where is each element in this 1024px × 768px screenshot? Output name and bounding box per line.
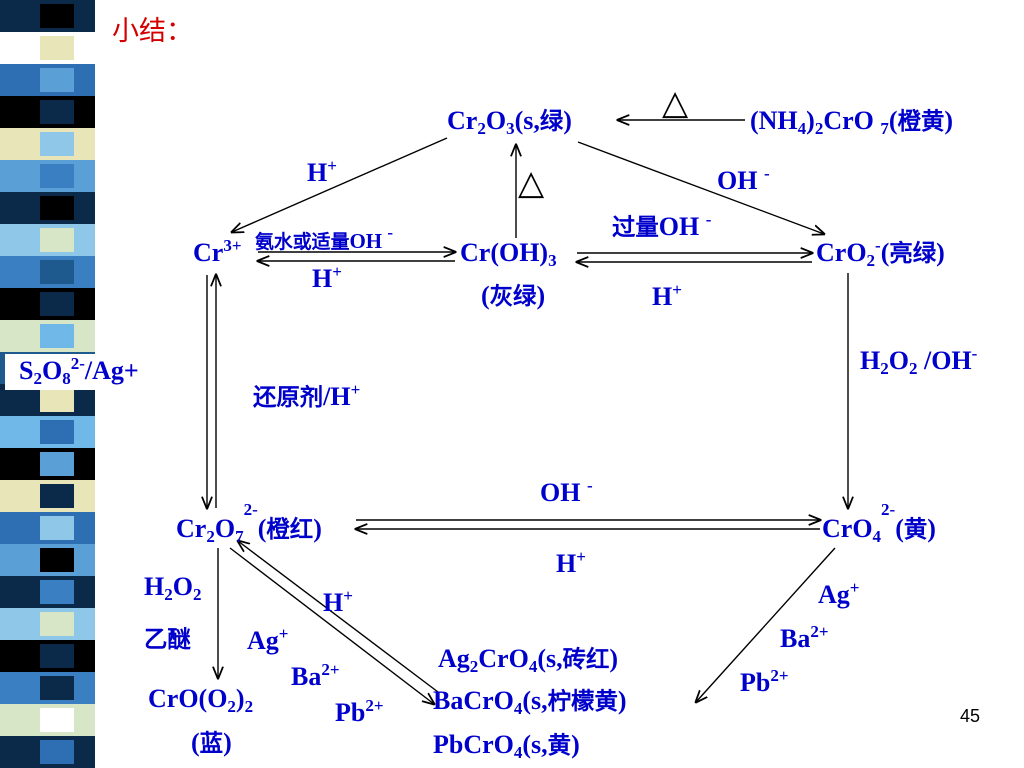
stripe-inset	[40, 740, 74, 764]
node-cro2-minus: CrO2-(亮绿)	[816, 236, 945, 270]
stripe-inset	[40, 420, 74, 444]
stripe-inset	[40, 100, 74, 124]
node-cr3-plus: Cr3+	[193, 236, 242, 267]
stripe-inset	[40, 36, 74, 60]
reagent-ag-plus-right: Ag+	[818, 578, 860, 609]
reagent-pb-right: Pb2+	[740, 666, 789, 697]
reagent-h2o2-left: H2O2	[144, 572, 202, 604]
stripe-inset	[40, 68, 74, 92]
node-cr2o3: Cr2O3(s,绿)	[447, 106, 572, 138]
reagent-oh-minus-upper-right: OH -	[717, 164, 770, 195]
stripe-inset	[40, 452, 74, 476]
node-ammonium-dichromate: (NH4)2CrO 7(橙黄)	[750, 106, 954, 138]
stripe-inset	[40, 548, 74, 572]
node-peroxodisulfate-label: S2O82-/Ag+	[5, 354, 145, 390]
stripe-inset	[40, 164, 74, 188]
slide-title: 小结：	[112, 16, 193, 46]
stripe-inset	[40, 484, 74, 508]
reagent-oh-minus-bottom: OH -	[540, 476, 593, 507]
reagent-ether: 乙醚	[144, 625, 191, 653]
reagent-h-plus-upper-left: H+	[307, 156, 337, 187]
node-dichromate: Cr2O72-(橙红)	[176, 500, 322, 546]
reagent-ammonia-or-oh: 氨水或适量OH -	[255, 223, 394, 253]
arrow-cr2o3-to-cr3	[232, 137, 448, 232]
node-chromium-peroxide: CrO(O2)2	[148, 684, 254, 716]
arrow-cro4-to-precipitates	[696, 547, 836, 702]
arrow-cr2o3-to-cro2	[577, 141, 824, 234]
node-croh3: Cr(OH)3	[460, 238, 557, 270]
stripe-inset	[40, 676, 74, 700]
reagent-h-plus-diagonal: H+	[323, 586, 353, 617]
decorative-sidebar-stripe	[0, 0, 95, 768]
node-barium-chromate: BaCrO4(s,柠檬黄)	[433, 686, 627, 718]
reagent-ag-plus-left: Ag+	[247, 624, 289, 655]
stripe-inset	[40, 292, 74, 316]
stripe-inset	[40, 388, 74, 412]
stripe-inset	[40, 516, 74, 540]
reagent-h-plus-bottom: H+	[556, 547, 586, 578]
node-silver-chromate: Ag2CrO4(s,砖红)	[438, 644, 619, 676]
stripe-inset	[40, 260, 74, 284]
arrow-precipitates-to-cr2o7	[238, 541, 439, 693]
reagent-pb-left: Pb2+	[335, 696, 384, 727]
reagent-excess-oh: 过量OH -	[612, 210, 712, 241]
reagent-reductant-h-plus: 还原剂/H+	[253, 380, 361, 411]
reagent-h2o2-oh: H2O2 /OH-	[860, 344, 978, 378]
stripe-inset	[40, 228, 74, 252]
stripe-inset	[40, 324, 74, 348]
node-chromate: CrO42-(黄)	[822, 500, 936, 546]
reagent-h-plus-right-pair: H+	[652, 280, 682, 311]
arrow-cr2o7-to-precipitates	[229, 547, 434, 704]
stripe-inset	[40, 644, 74, 668]
stripe-inset	[40, 708, 74, 732]
reagent-ba-right: Ba2+	[780, 622, 829, 653]
stripe-inset	[40, 196, 74, 220]
node-lead-chromate: PbCrO4(s,黄)	[433, 730, 580, 762]
heat-symbol-mid: △	[518, 163, 545, 203]
stripe-inset	[40, 132, 74, 156]
node-croh3-color: (灰绿)	[481, 281, 546, 310]
stripe-inset	[40, 612, 74, 636]
node-chromium-peroxide-color: (蓝)	[191, 728, 232, 757]
reagent-ba-left: Ba2+	[291, 660, 340, 691]
page-number: 45	[960, 706, 981, 726]
heat-symbol-top: △	[662, 83, 689, 123]
stripe-inset	[40, 580, 74, 604]
stripe-inset	[40, 4, 74, 28]
reagent-h-plus-left-pair: H+	[312, 262, 342, 293]
